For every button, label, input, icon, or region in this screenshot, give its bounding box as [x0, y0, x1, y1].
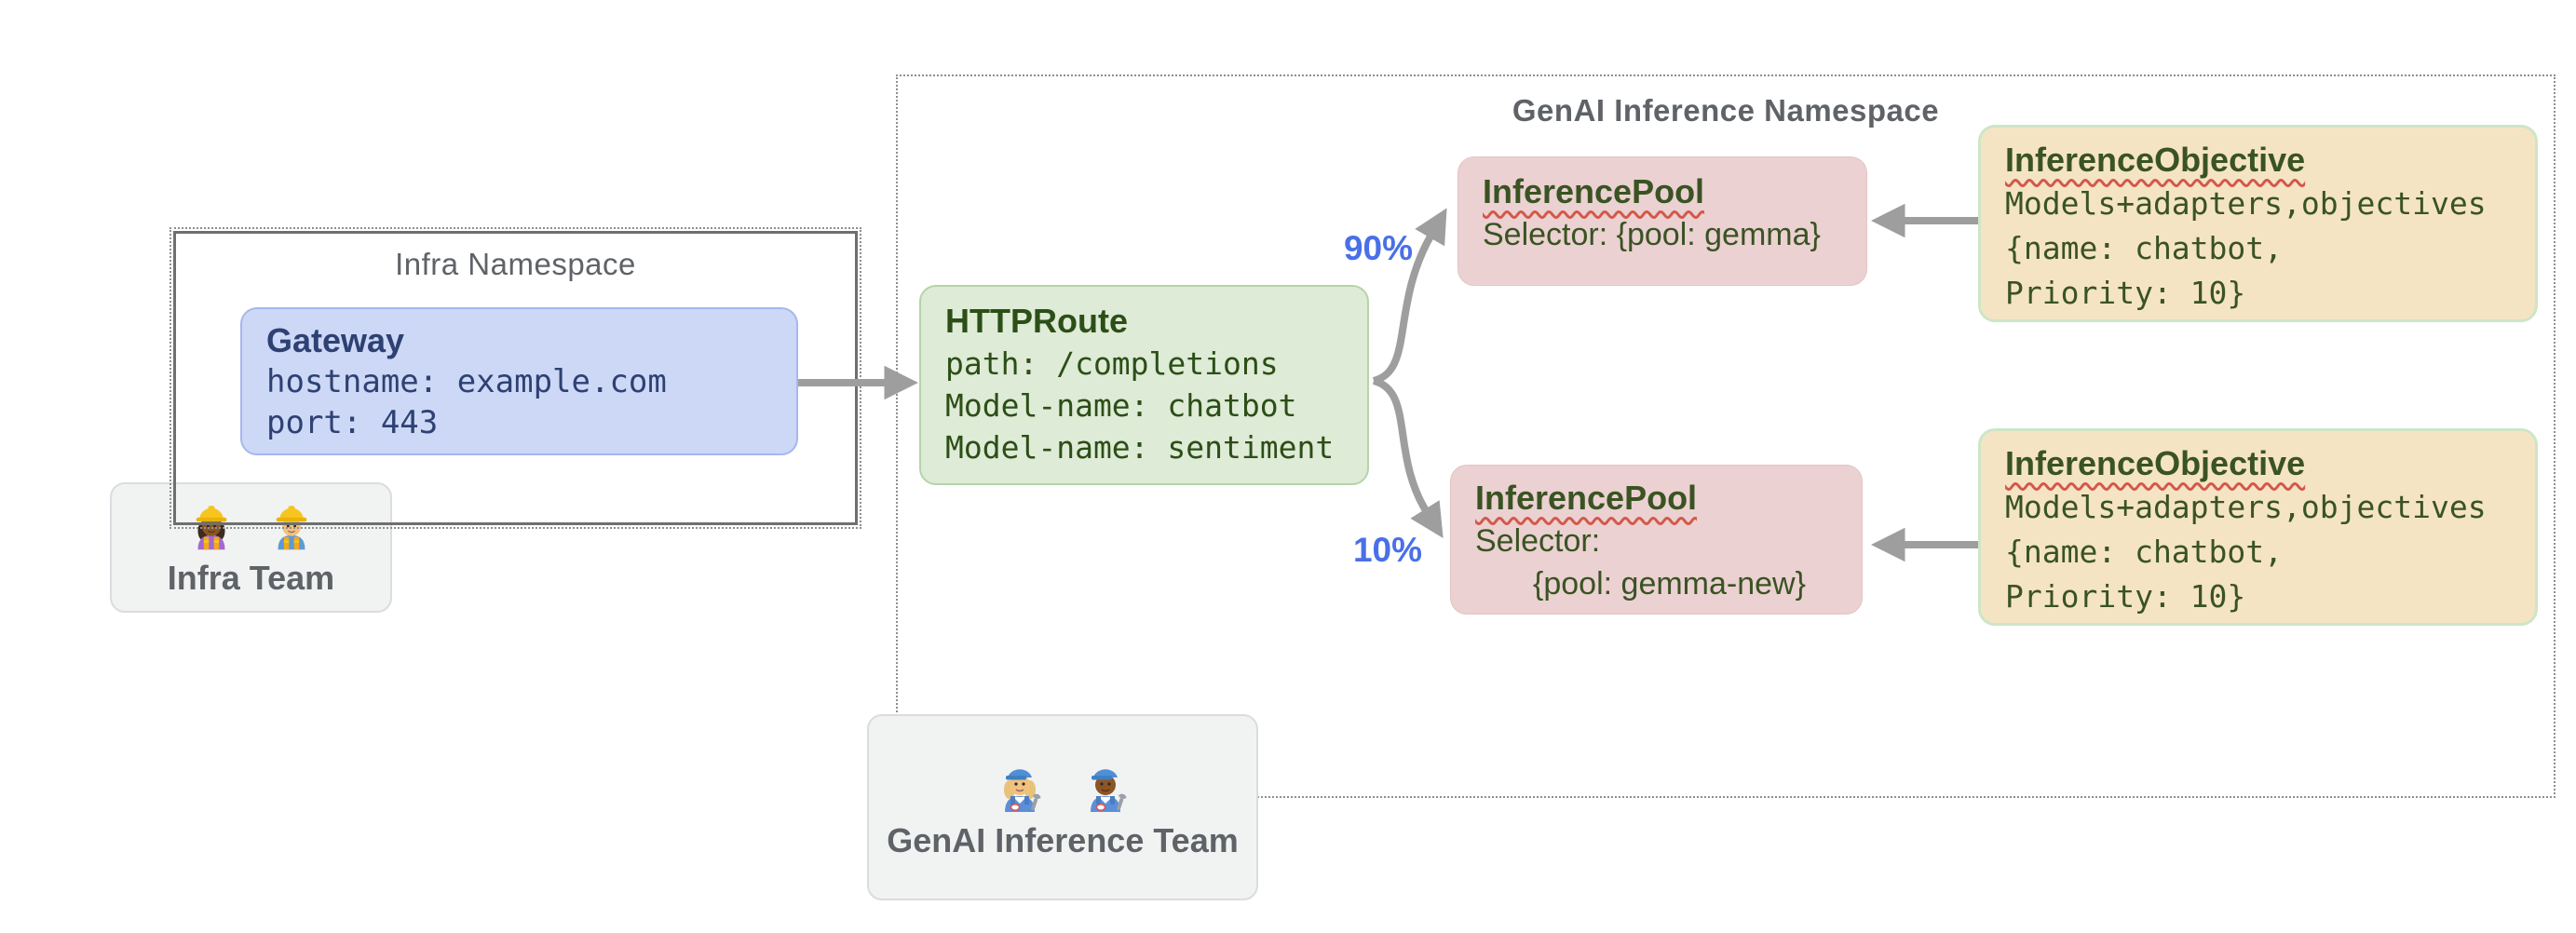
httproute-box: HTTPRoute path: /completions Model-name:…	[919, 285, 1369, 485]
man-construction-worker-icon	[276, 506, 306, 550]
inference-objective-bottom-line-name: {name: chatbot,	[2005, 534, 2284, 570]
route-weight-10: 10%	[1352, 531, 1423, 569]
inference-objective-bottom-line-priority: Priority: 10}	[2005, 578, 2246, 615]
inference-pool-bottom-selector: Selector:	[1475, 523, 1601, 559]
inference-objective-top-line-priority: Priority: 10}	[2005, 275, 2246, 311]
genai-team-label: GenAI Inference Team	[887, 821, 1239, 859]
inference-objective-top-box: InferenceObjective Models+adapters,objec…	[1978, 125, 2538, 322]
inference-pool-top-title: InferencePool	[1483, 172, 1705, 210]
woman-construction-worker-icon	[196, 506, 226, 550]
genai-team-box: GenAI Inference Team	[867, 714, 1258, 900]
infra-team-icons	[184, 497, 319, 551]
inference-pool-bottom-selector-value: {pool: gemma-new}	[1533, 566, 1806, 602]
man-mechanic-icon	[1091, 769, 1127, 812]
infra-team-box: Infra Team	[110, 482, 392, 613]
infra-namespace-title: Infra Namespace	[395, 247, 636, 281]
genai-team-icons	[990, 754, 1135, 814]
httproute-title: HTTPRoute	[945, 302, 1128, 340]
httproute-path: path: /completions	[945, 345, 1279, 382]
inference-objective-bottom-line-models: Models+adapters,objectives	[2005, 489, 2487, 525]
inference-objective-top-title: InferenceObjective	[2005, 141, 2306, 179]
route-weight-90: 90%	[1343, 229, 1414, 267]
genai-namespace-box: GenAI Inference Namespace	[896, 74, 2556, 798]
inference-objective-top-line-name: {name: chatbot,	[2005, 230, 2284, 266]
inference-pool-bottom-box: InferencePool Selector: {pool: gemma-new…	[1450, 465, 1863, 615]
httproute-model-chatbot: Model-name: chatbot	[945, 387, 1297, 424]
infra-team-label: Infra Team	[167, 559, 335, 597]
inference-objective-top-line-models: Models+adapters,objectives	[2005, 185, 2487, 222]
inference-pool-top-selector: Selector: {pool: gemma}	[1483, 217, 1821, 252]
woman-mechanic-icon	[1004, 769, 1041, 812]
genai-namespace-title: GenAI Inference Namespace	[1512, 93, 1940, 128]
gateway-box: Gateway hostname: example.com port: 443	[240, 307, 798, 455]
httproute-model-sentiment: Model-name: sentiment	[945, 429, 1335, 466]
inference-pool-top-box: InferencePool Selector: {pool: gemma}	[1457, 156, 1867, 286]
gateway-port: port: 443	[266, 404, 439, 441]
inference-objective-bottom-box: InferenceObjective Models+adapters,objec…	[1978, 428, 2538, 626]
inference-objective-bottom-title: InferenceObjective	[2005, 444, 2306, 482]
gateway-hostname: hostname: example.com	[266, 363, 667, 400]
gateway-title: Gateway	[266, 321, 405, 359]
inference-pool-bottom-title: InferencePool	[1475, 479, 1698, 517]
